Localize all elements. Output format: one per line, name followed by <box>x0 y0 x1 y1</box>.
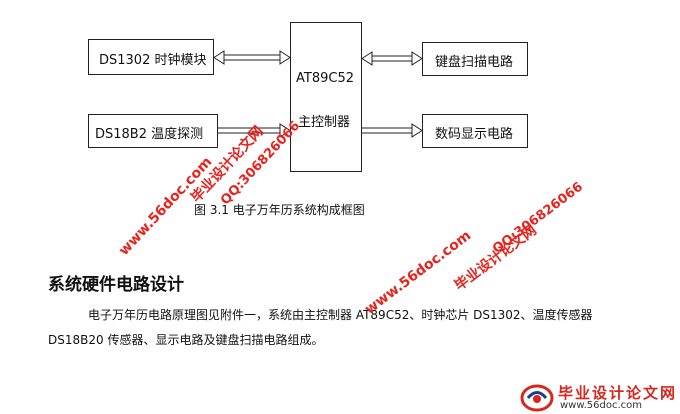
box-keyboard-label: 键盘扫描电路 <box>435 55 514 70</box>
logo-url: www.56doc.com <box>560 400 643 411</box>
diagram-connectors <box>213 50 423 138</box>
paragraph-line-2: DS18B20 传感器、显示电路及键盘扫描电路组成。 <box>48 333 324 347</box>
box-mcu-name: 主控制器 <box>298 115 351 130</box>
box-ds1302: DS1302 时钟模块 <box>88 39 214 75</box>
box-keyboard: 键盘扫描电路 <box>422 42 528 76</box>
box-mcu-model: AT89C52 <box>296 71 354 86</box>
section-heading: 系统硬件电路设计 <box>48 275 184 295</box>
box-display-label: 数码显示电路 <box>435 127 514 142</box>
box-ds1302-label: DS1302 时钟模块 <box>99 53 207 68</box>
site-logo: 毕业设计论文网 www.56doc.com <box>516 382 680 414</box>
arrow-ds18b2-mcu <box>218 123 291 138</box>
box-ds18b2: DS18B2 温度探测 <box>88 114 218 148</box>
box-display: 数码显示电路 <box>422 114 528 148</box>
logo-emblem-icon <box>520 384 554 412</box>
arrow-mcu-keyboard <box>361 51 423 66</box>
figure-caption: 图 3.1 电子万年历系统构成框图 <box>194 203 365 217</box>
arrow-ds1302-mcu <box>213 50 291 65</box>
box-mcu: AT89C52 主控制器 <box>290 22 362 172</box>
paragraph-line-1: 电子万年历电路原理图见附件一，系统由主控制器 AT89C52、时钟芯片 DS13… <box>88 308 593 322</box>
box-ds18b2-label: DS18B2 温度探测 <box>95 127 204 142</box>
arrow-mcu-display <box>362 123 423 138</box>
logo-title: 毕业设计论文网 <box>558 384 678 402</box>
